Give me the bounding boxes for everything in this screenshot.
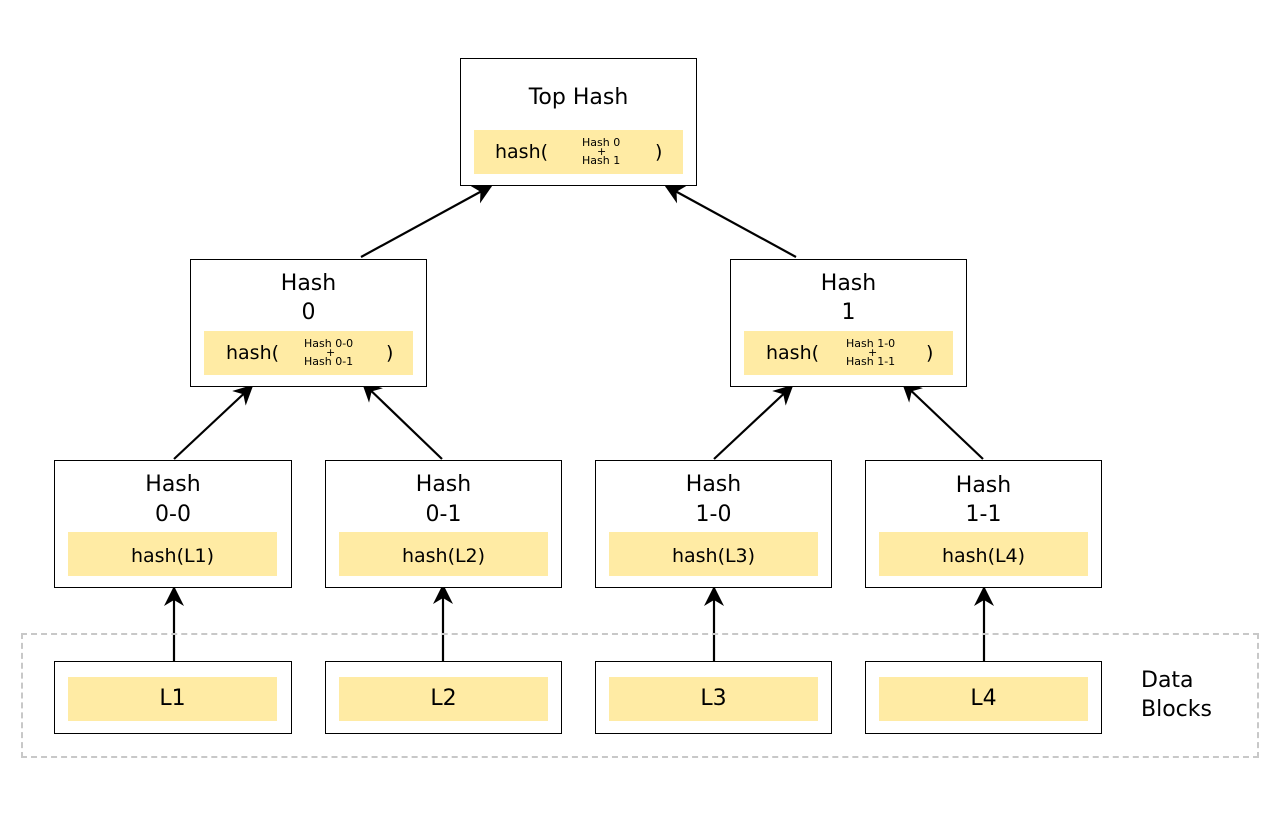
hash-0-1-title-line1: Hash [415, 472, 472, 497]
arrow-hash1-to-top [664, 185, 797, 258]
data-block-l3: L3 [595, 661, 832, 734]
formula-suffix: ) [655, 141, 663, 163]
arrow-hash11-to-hash1 [901, 381, 984, 460]
formula-operand-b: Hash 1 [582, 154, 621, 167]
hash-1-0-node: Hash 1-0 hash(L3) [595, 460, 832, 588]
hash-0-1-formula: hash(L2) [339, 532, 548, 576]
data-block-band: L4 [879, 677, 1088, 721]
formula-prefix: hash( [495, 141, 549, 163]
formula-suffix: ) [926, 342, 934, 364]
data-block-band: L1 [68, 677, 277, 721]
data-block-l2: L2 [325, 661, 562, 734]
hash-1-node: Hash 1 hash( Hash 1-0 + Hash 1-1 ) [730, 259, 967, 387]
arrow-hash00-to-hash0 [173, 384, 254, 460]
hash-0-1-title-line2: 0-1 [425, 502, 462, 527]
data-blocks-region [21, 633, 1259, 758]
formula-prefix: hash( [226, 342, 280, 364]
hash-0-0-node: Hash 0-0 hash(L1) [54, 460, 292, 588]
hash-0-title-line2: 0 [301, 300, 316, 325]
formula-operand-b: Hash 0-1 [304, 355, 354, 368]
arrow-hash01-to-hash0 [361, 381, 443, 460]
formula-operand-a: Hash 0 [582, 136, 621, 149]
data-block-label: L2 [430, 686, 457, 711]
leaf-hash-text: hash(L1) [130, 545, 215, 567]
formula-operator: + [597, 145, 607, 158]
hash-1-title-line1: Hash [820, 271, 877, 296]
hash-1-0-title-line1: Hash [685, 472, 742, 497]
hash-1-0-formula: hash(L3) [609, 532, 818, 576]
formula-operand-a: Hash 0-0 [304, 337, 354, 350]
data-block-band: L3 [609, 677, 818, 721]
top-hash-formula: hash( Hash 0 + Hash 1 ) [474, 130, 683, 174]
hash-0-title-line1: Hash [280, 271, 337, 296]
hash-0-node: Hash 0 hash( Hash 0-0 + Hash 0-1 ) [190, 259, 427, 387]
formula-suffix: ) [386, 342, 394, 364]
data-blocks-label-line2: Blocks [1141, 697, 1212, 722]
top-hash-node: Top Hash hash( Hash 0 + Hash 1 ) [460, 58, 697, 186]
hash-1-1-node: Hash 1-1 hash(L4) [865, 460, 1102, 588]
arrow-hash0-to-top [360, 185, 493, 258]
hash-1-formula: hash( Hash 1-0 + Hash 1-1 ) [744, 331, 953, 375]
hash-1-0-title-line2: 1-0 [695, 502, 732, 527]
data-block-l1: L1 [54, 661, 292, 734]
hash-0-1-node: Hash 0-1 hash(L2) [325, 460, 562, 588]
leaf-hash-text: hash(L3) [671, 545, 756, 567]
formula-operand-b: Hash 1-1 [846, 355, 896, 368]
hash-1-1-formula: hash(L4) [879, 532, 1088, 576]
formula-operator: + [868, 346, 878, 359]
hash-0-formula: hash( Hash 0-0 + Hash 0-1 ) [204, 331, 413, 375]
arrow-hash10-to-hash1 [713, 384, 794, 460]
top-hash-title: Top Hash [528, 85, 629, 110]
leaf-hash-text: hash(L2) [401, 545, 486, 567]
data-blocks-label: Data Blocks [1141, 666, 1212, 724]
formula-prefix: hash( [766, 342, 820, 364]
formula-operand-a: Hash 1-0 [846, 337, 896, 350]
data-block-l4: L4 [865, 661, 1102, 734]
hash-0-0-title-line2: 0-0 [155, 502, 191, 527]
hash-0-0-formula: hash(L1) [68, 532, 277, 576]
hash-0-0-title-line1: Hash [145, 472, 201, 497]
hash-1-1-title-line2: 1-1 [965, 502, 1002, 527]
data-block-label: L3 [700, 686, 727, 711]
data-blocks-label-line1: Data [1141, 668, 1194, 693]
hash-1-title-line2: 1 [841, 300, 856, 325]
data-block-label: L1 [159, 686, 186, 711]
formula-operator: + [326, 346, 336, 359]
data-block-band: L2 [339, 677, 548, 721]
data-block-label: L4 [970, 686, 997, 711]
hash-1-1-title-line1: Hash [955, 473, 1012, 498]
leaf-hash-text: hash(L4) [941, 545, 1026, 567]
